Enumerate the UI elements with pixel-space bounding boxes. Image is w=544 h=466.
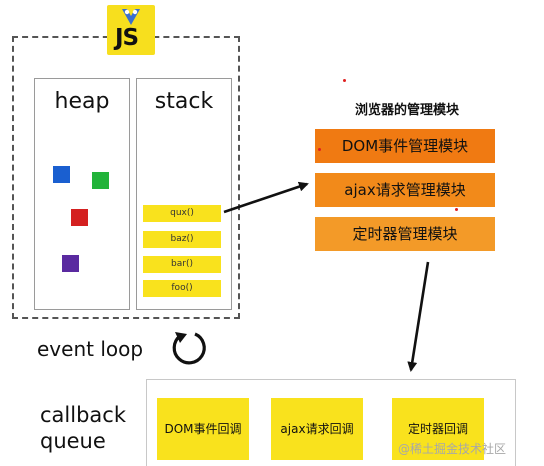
- js-logo-text: JS: [115, 25, 139, 51]
- stack-frame: baz(): [143, 231, 221, 248]
- stack-to-modules-arrow: [223, 181, 309, 214]
- ajax-request-callback: ajax请求回调: [271, 398, 363, 460]
- red-dot: [455, 208, 458, 211]
- watermark: @稀土掘金技术社区: [398, 442, 507, 456]
- heap-object: [62, 255, 79, 272]
- stack-frame: foo(): [143, 280, 221, 297]
- stack-frame: bar(): [143, 256, 221, 273]
- js-logo: JS: [107, 5, 155, 55]
- heap-panel: heap: [34, 78, 130, 310]
- js-logo-mark-icon: [122, 9, 140, 25]
- heap-object: [53, 166, 70, 183]
- callback-queue-label-line2: queue: [40, 429, 106, 453]
- modules-to-queue-arrow: [407, 261, 430, 372]
- dom-event-callback: DOM事件回调: [157, 398, 249, 460]
- stack-title: stack: [154, 89, 214, 114]
- callback-queue-label-line1: callback: [40, 403, 126, 427]
- stack-frame: qux(): [143, 205, 221, 222]
- event-loop-cycle-icon: [172, 332, 206, 365]
- heap-object: [71, 209, 88, 226]
- heap-title: heap: [54, 89, 110, 114]
- event-loop-label: event loop: [37, 337, 144, 361]
- browser-modules-title: 浏览器的管理模块: [355, 103, 460, 118]
- ajax-request-module: ajax请求管理模块: [315, 173, 495, 207]
- dom-event-module: DOM事件管理模块: [315, 129, 495, 163]
- red-dot: [343, 79, 346, 82]
- red-dot: [318, 148, 321, 151]
- heap-object: [92, 172, 109, 189]
- timer-callback: 定时器回调: [392, 398, 484, 460]
- timer-module: 定时器管理模块: [315, 217, 495, 251]
- callback-queue-label: callback queue: [40, 402, 140, 454]
